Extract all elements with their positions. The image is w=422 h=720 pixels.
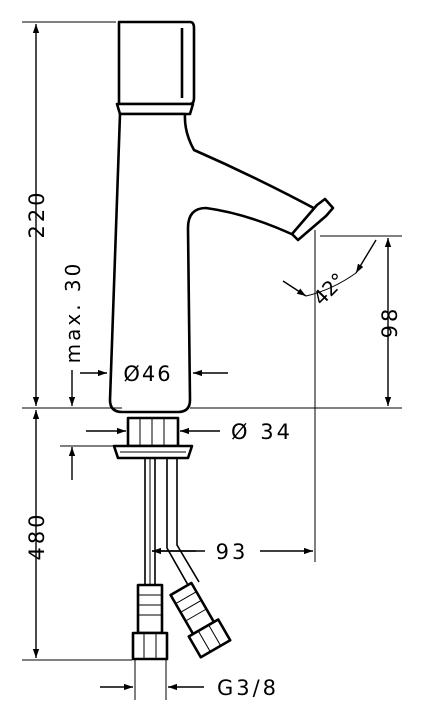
dim-shank-diameter: Ø 34 [231,420,293,444]
supply-hoses [131,458,232,661]
spout-aerator [290,197,335,242]
dim-connection-thread: G3/8 [217,676,279,700]
dim-spout-height: 98 [378,306,402,339]
dimension-lines [22,21,402,700]
mounting-shank [112,416,194,460]
dim-body-diameter: Ø46 [123,362,172,386]
connector-nut-left [131,631,169,661]
dim-height-total: 220 [25,189,49,238]
faucet-outline [108,20,335,414]
connector-nut-right [187,618,232,659]
dim-spout-reach: 93 [216,540,249,564]
shank-upper [126,416,180,448]
faucet-body [108,112,325,414]
dim-spout-angle: 42° [308,268,350,310]
faucet-collar [115,102,195,116]
dim-max-height: max. 30 [61,261,85,364]
dim-hose-length: 480 [25,511,49,560]
